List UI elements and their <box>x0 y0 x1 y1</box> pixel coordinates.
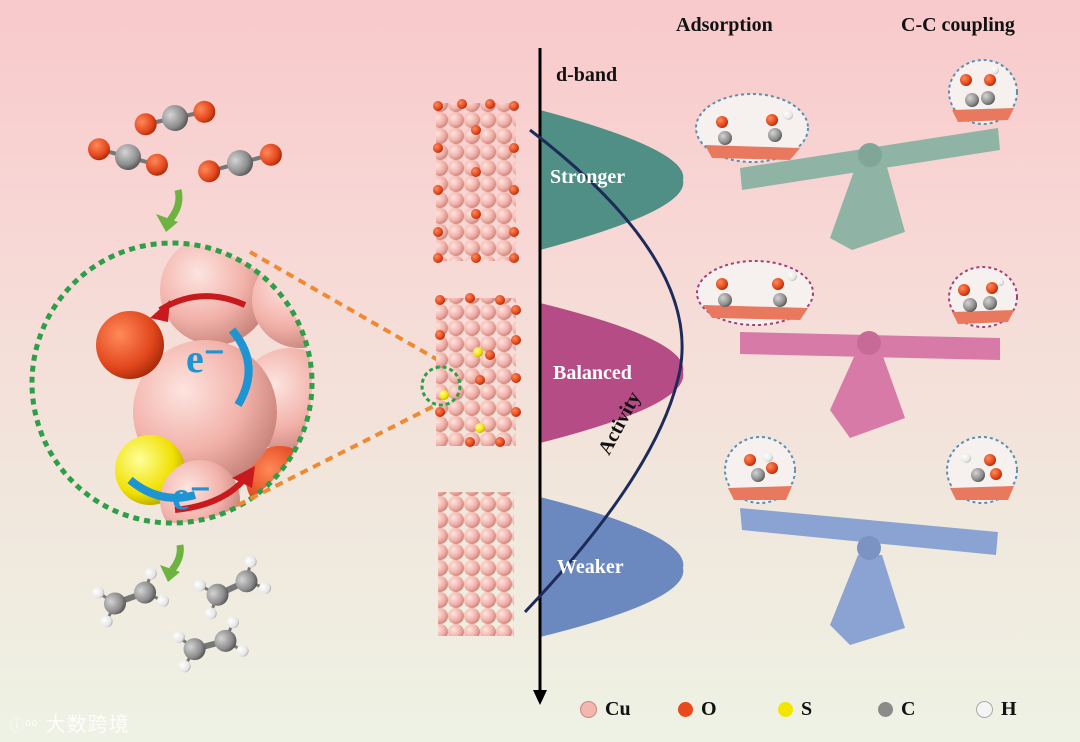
legend-label: C <box>901 698 916 720</box>
legend-item-s: S <box>778 698 812 721</box>
band-shape-weaker <box>540 497 684 637</box>
c-atom-icon <box>878 702 893 717</box>
header-cc-coupling: C-C coupling <box>901 14 1015 36</box>
electron-arc-icon <box>127 476 197 502</box>
legend-label: O <box>701 698 717 720</box>
dband-label: d-band <box>556 64 618 86</box>
down-arrow-head-icon <box>156 214 178 232</box>
balance-weaker <box>740 508 998 645</box>
legend-label: S <box>801 698 813 720</box>
o-atom-icon <box>678 702 693 717</box>
legend: Cu O S C H <box>560 698 1080 724</box>
cu-slab-weaker <box>438 492 514 636</box>
header-adsorption: Adsorption <box>676 14 773 36</box>
legend-item-c: C <box>878 698 915 721</box>
adsorbate-bubbles <box>695 59 1018 504</box>
legend-item-h: H <box>976 698 1017 721</box>
balance-balanced <box>740 331 1000 438</box>
activity-curve <box>523 128 684 614</box>
band-label-balanced: Balanced <box>553 362 632 384</box>
electron-label: e⁻ <box>186 336 225 381</box>
ethylene-molecules <box>92 555 272 673</box>
watermark-logo-icon: ⓘ⁰⁰ <box>10 718 39 735</box>
zoom-line <box>237 403 437 507</box>
cu-slab-balanced <box>420 293 521 447</box>
watermark: ⓘ⁰⁰ 大数跨境 <box>10 708 130 737</box>
co2-molecules <box>88 100 282 183</box>
band-shape-stronger <box>540 110 684 250</box>
co2-molecule <box>88 138 168 176</box>
axis-arrow-icon <box>533 690 547 705</box>
h-atom-icon <box>976 701 993 718</box>
down-arrow-head-icon <box>160 565 180 582</box>
band-label-stronger: Stronger <box>550 166 626 188</box>
band-shape-balanced <box>540 303 684 443</box>
s-atom-icon <box>778 702 793 717</box>
cu-slab-stronger <box>433 99 519 263</box>
electron-label: e⁻ <box>172 473 211 518</box>
legend-item-o: O <box>678 698 717 721</box>
down-arrow-icon <box>169 544 184 573</box>
legend-item-cu: Cu <box>580 698 631 721</box>
legend-label: Cu <box>605 698 631 720</box>
co2-molecule <box>134 100 216 136</box>
cu-atom-icon <box>580 701 597 718</box>
electron-arc-icon <box>228 327 253 408</box>
balance-stronger <box>740 128 1000 250</box>
down-arrow-icon <box>167 189 183 223</box>
co2-molecule <box>198 143 282 183</box>
highlight-circle <box>420 365 462 407</box>
legend-label: H <box>1001 698 1017 720</box>
band-label-weaker: Weaker <box>557 556 624 578</box>
watermark-text: 大数跨境 <box>45 712 130 736</box>
zoom-circle <box>29 240 315 526</box>
